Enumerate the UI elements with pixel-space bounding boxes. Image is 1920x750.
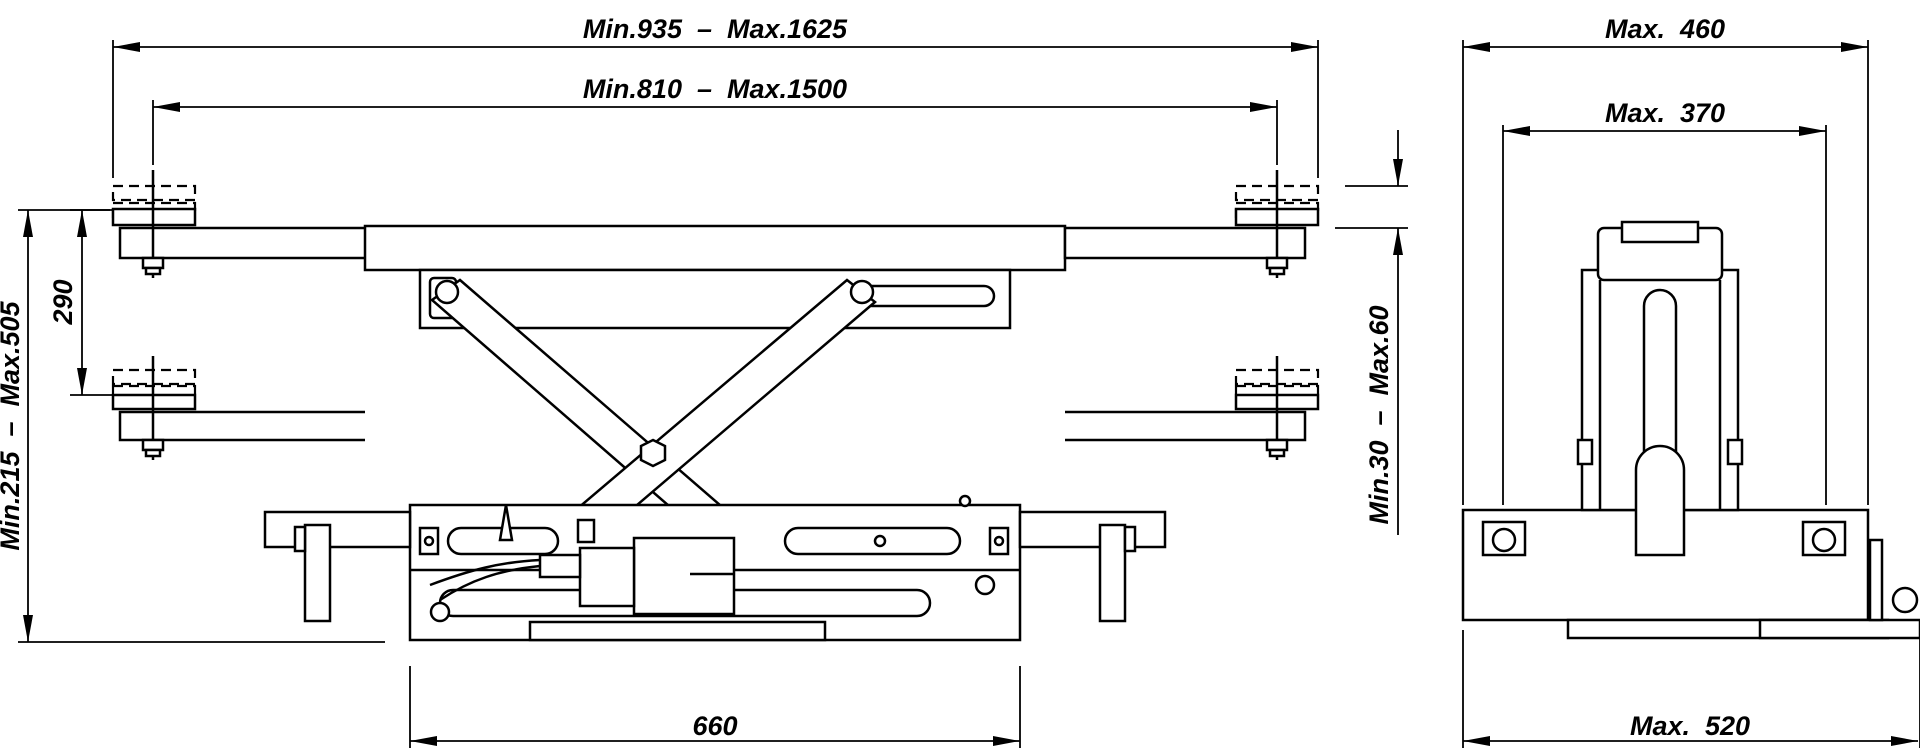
label-side-outer: Max. 460 (1605, 14, 1725, 44)
side-view (1461, 220, 1920, 640)
side-wheels (1481, 520, 1847, 557)
label-pad-height: Min.30 – Max.60 (1364, 305, 1394, 524)
front-view (111, 170, 1320, 642)
dimensions (18, 40, 1920, 748)
lower-arm-left (111, 356, 365, 460)
dimension-labels: Min.935 – Max.1625 Min.810 – Max.1500 Mi… (0, 14, 1750, 741)
upper-rail (418, 268, 1012, 330)
label-side-base: Max. 520 (1630, 711, 1750, 741)
side-base (1461, 508, 1920, 640)
upper-table (118, 224, 1307, 272)
label-arm-width: Min.810 – Max.1500 (583, 74, 847, 104)
hydraulic-unit (429, 494, 972, 616)
pad-upper-right (1234, 170, 1320, 278)
label-height-range: Min.215 – Max.505 (0, 300, 25, 550)
lower-arm-right (1065, 356, 1320, 460)
label-total-width: Min.935 – Max.1625 (583, 14, 848, 44)
label-arm-step: 290 (48, 279, 78, 325)
side-rails (263, 510, 1167, 623)
pad-upper-left (111, 170, 197, 278)
label-side-inner: Max. 370 (1605, 98, 1725, 128)
side-column (1576, 220, 1744, 557)
label-base-length: 660 (692, 711, 737, 741)
